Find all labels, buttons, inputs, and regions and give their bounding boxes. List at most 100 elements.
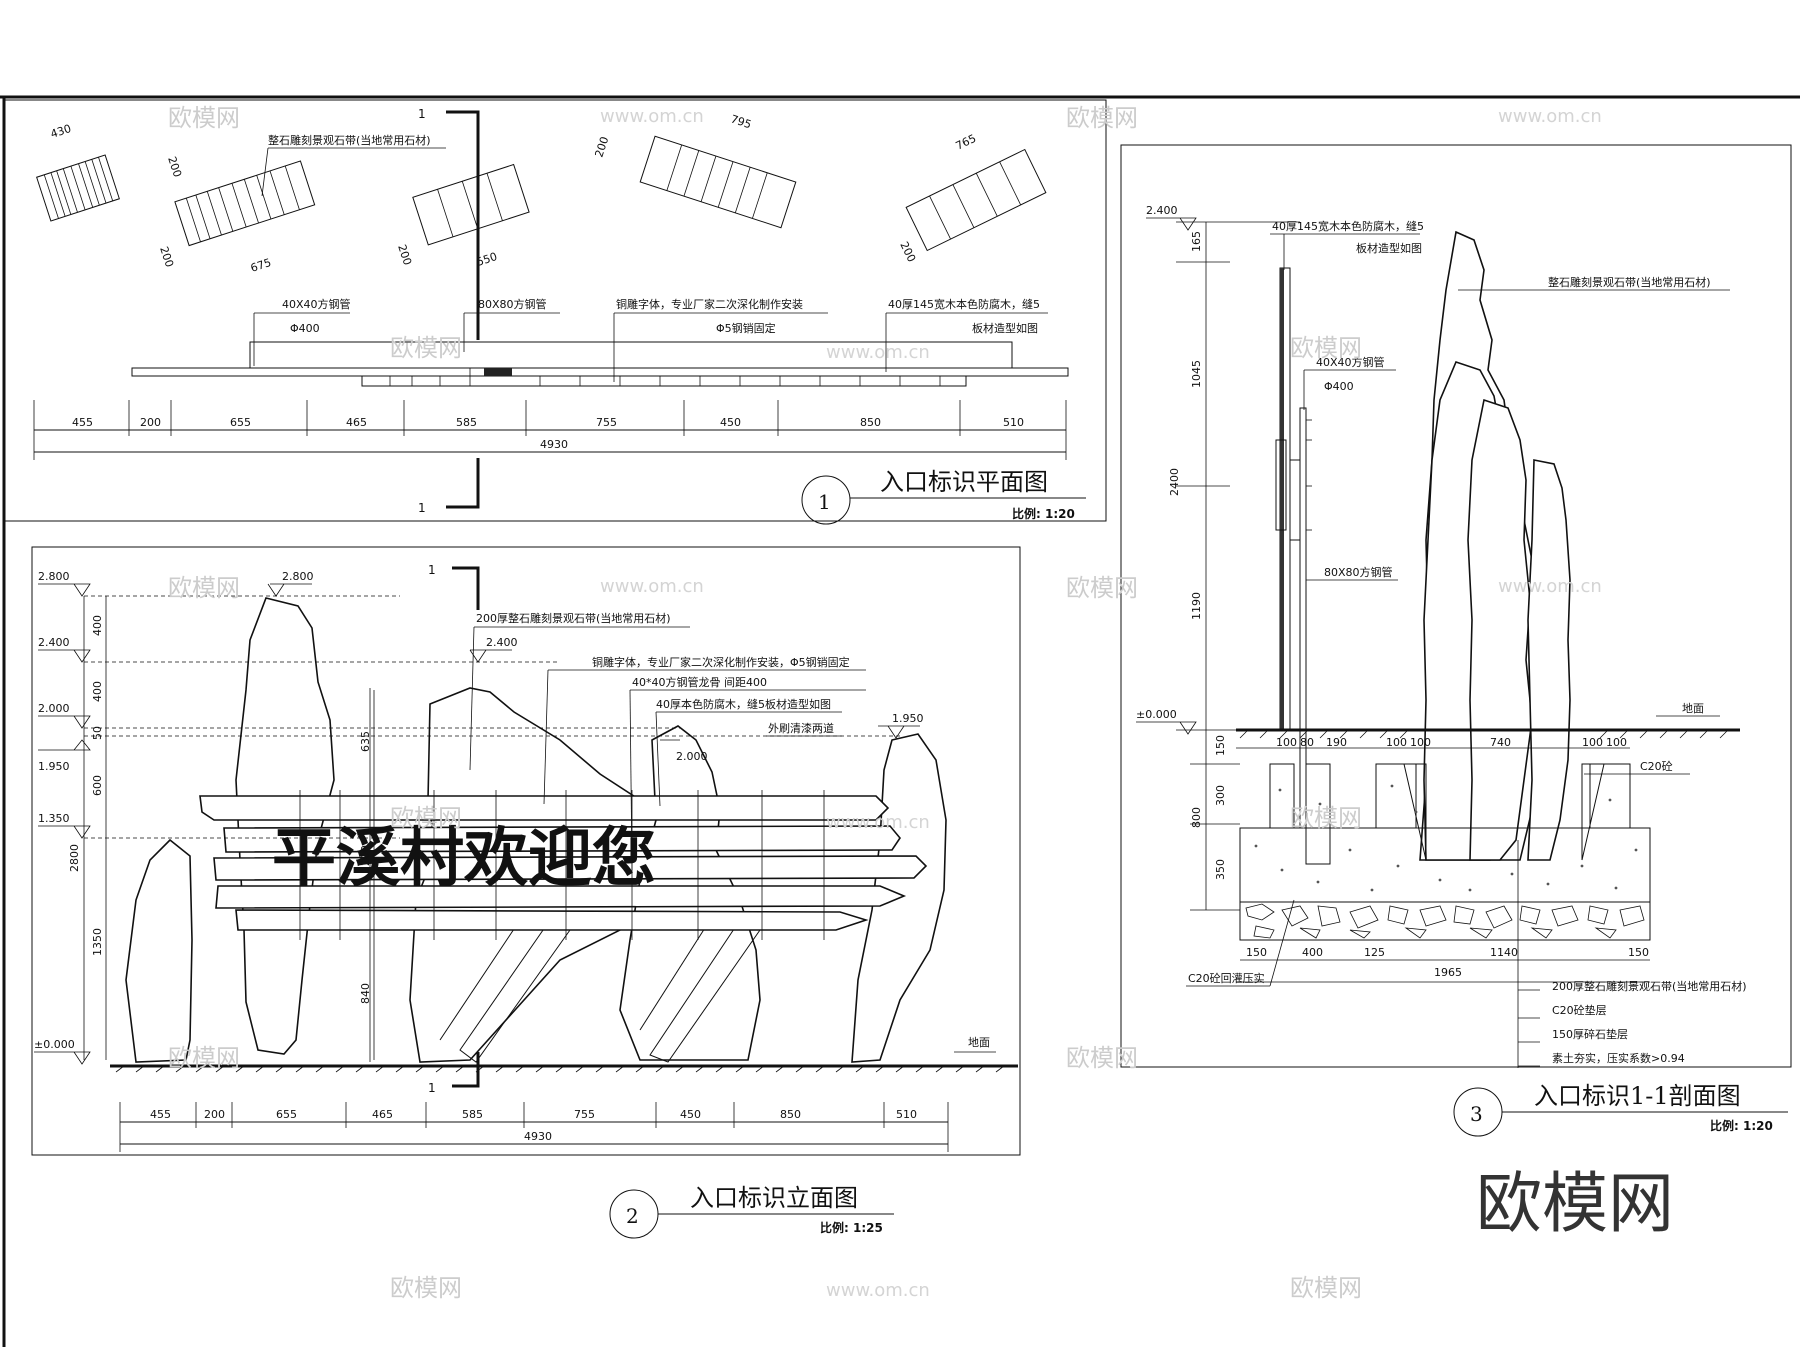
elev-vd-1: 400	[91, 615, 104, 636]
plan-number: 1	[818, 490, 831, 514]
elev-vd-2: 400	[91, 681, 104, 702]
elev-vert-dims: 400 400 50 600 2800 1350 635 200 840	[68, 595, 900, 1060]
sec-bd-total: 1965	[1434, 966, 1462, 979]
plan-dim-3: 655	[230, 416, 251, 429]
sec-rock-right	[1527, 459, 1571, 861]
plan-strip-fill	[484, 368, 512, 376]
sec-note-tube40: 40X40方钢管	[1316, 355, 1385, 369]
elev-note-bronze: 铜雕字体，专业厂家二次深化制作安装，Φ5钢销固定	[592, 655, 850, 669]
sec-td-8: 100	[1606, 736, 1627, 749]
elev-level-0: ±0.000	[34, 1038, 75, 1051]
section-title: 入口标识1-1剖面图	[1534, 1082, 1741, 1110]
sec-steel-post	[1299, 407, 1307, 829]
plan-note-wood: 40厚145宽木本色防腐木，缝5	[888, 297, 1040, 311]
plan-note-bronze: 铜雕字体，专业厂家二次深化制作安装	[616, 297, 803, 311]
watermark-10: 欧模网	[1066, 574, 1138, 602]
elev-dim-9: 510	[896, 1108, 917, 1121]
plan-dim-4: 465	[346, 416, 367, 429]
section-scale: 比例: 1:20	[1710, 1118, 1773, 1133]
brand-logo: 欧模网	[1476, 1165, 1674, 1242]
watermark-6: www.om.cn	[826, 342, 930, 363]
elev-level-2800: 2.800	[38, 570, 70, 583]
plan-dim-f: 550	[475, 250, 499, 269]
sec-layer-gravel: 150厚碎石垫层	[1552, 1027, 1628, 1041]
watermark-9: www.om.cn	[600, 576, 704, 597]
elev-dim-1: 455	[150, 1108, 171, 1121]
plan-dim-5: 585	[456, 416, 477, 429]
elev-dim-total: 4930	[524, 1130, 552, 1143]
elev-level-2400: 2.400	[38, 636, 70, 649]
elev-vd-6: 1350	[91, 928, 104, 956]
elev-note-paint: 外刷清漆两道	[768, 721, 834, 735]
sec-note-stone: 整石雕刻景观石带(当地常用石材)	[1548, 275, 1711, 289]
sec-layer-concrete: C20砼垫层	[1552, 1003, 1607, 1017]
plan-dim-e: 200	[395, 243, 414, 267]
wood-board-3	[213, 855, 928, 881]
plan-title: 入口标识平面图	[880, 468, 1048, 496]
plan-cut-bottom: 1	[418, 501, 426, 515]
sec-td-3: 190	[1326, 736, 1347, 749]
sec-bd-1: 150	[1246, 946, 1267, 959]
watermark-8: 欧模网	[168, 574, 240, 602]
rock-small-left	[125, 838, 193, 1063]
plan-dim-a: 430	[49, 122, 73, 141]
elev-vd-3: 50	[91, 726, 104, 740]
watermark-4: www.om.cn	[1498, 106, 1602, 127]
elev-level-2000: 2.000	[38, 702, 70, 715]
elev-dim-2: 200	[204, 1108, 225, 1121]
sec-ground-hatch	[1239, 729, 1729, 739]
wood-board-1	[199, 795, 890, 821]
plan-stone-1	[36, 154, 120, 222]
sec-note-board: 板材造型如图	[1356, 241, 1422, 255]
elev-vd-4: 600	[91, 775, 104, 796]
sec-vd-8: 350	[1214, 859, 1227, 880]
elev-ground-label: 地面	[968, 1036, 990, 1049]
elevation-view: 平溪村欢迎您 地面 2.800 2.400 2.000 1.950 1.350 …	[34, 563, 1018, 1239]
watermark-16: 欧模网	[1066, 1044, 1138, 1072]
plan-dim-6: 755	[596, 416, 617, 429]
sec-td-7: 100	[1582, 736, 1603, 749]
elev-vd-inner-1: 635	[359, 731, 372, 752]
elev-vd-5: 2800	[68, 844, 81, 872]
elev-dim-4: 465	[372, 1108, 393, 1121]
plan-stone-2	[174, 160, 316, 247]
sec-bd-3: 125	[1364, 946, 1385, 959]
sec-bd-2: 400	[1302, 946, 1323, 959]
plan-stone-3	[412, 163, 530, 246]
wood-board-4	[215, 885, 907, 909]
elev-dimensions: 455 200 655 465 585 755 450 850 510 4930	[119, 1102, 949, 1152]
sec-vd-3: 2400	[1168, 468, 1181, 496]
section-view: 2.400 ±0.000 165 1045 2400 1190 150 300 …	[1136, 204, 1788, 1137]
plan-dim-i: 765	[954, 132, 979, 153]
elev-dim-5: 585	[462, 1108, 483, 1121]
sec-td-6: 740	[1490, 736, 1511, 749]
sec-td-1: 100	[1276, 736, 1297, 749]
elev-cut-bottom: 1	[428, 1081, 436, 1095]
elev-note-stone: 200厚整石雕刻景观石带(当地常用石材)	[476, 611, 671, 625]
sec-vd-2: 1045	[1190, 360, 1203, 388]
sec-note-phi400: Φ400	[1324, 380, 1354, 393]
ground-hatch	[115, 1065, 1005, 1073]
watermark-14: 欧模网	[1290, 804, 1362, 832]
elevation-frame	[31, 546, 1021, 1156]
elev-number: 2	[626, 1204, 639, 1228]
sec-concrete-label: C20砼	[1640, 760, 1673, 773]
sec-ground-label: 地面	[1682, 702, 1704, 715]
plan-dim-9: 510	[1003, 416, 1024, 429]
sec-note-wood: 40厚145宽木本色防腐木，缝5	[1272, 219, 1424, 233]
elev-vd-inner-3: 840	[359, 983, 372, 1004]
watermark-17: 欧模网	[390, 1274, 462, 1302]
elev-dim-6: 755	[574, 1108, 595, 1121]
sec-td-5: 100	[1410, 736, 1431, 749]
plan-dim-1: 455	[72, 416, 93, 429]
watermark-2: www.om.cn	[600, 106, 704, 127]
plan-stone-5	[905, 148, 1047, 252]
elev-mark-2400: 2.400	[486, 636, 518, 649]
elev-vd-inner-2: 200	[359, 845, 372, 866]
elev-note-wood: 40厚本色防腐木，缝5板材造型如图	[656, 697, 831, 711]
plan-note-stone: 整石雕刻景观石带(当地常用石材)	[268, 133, 431, 147]
sec-vd-1: 165	[1190, 231, 1203, 252]
plan-note-tube80: 80X80方钢管	[478, 297, 547, 311]
rock-tall-left	[235, 597, 335, 1055]
sec-level-0: ±0.000	[1136, 708, 1177, 721]
